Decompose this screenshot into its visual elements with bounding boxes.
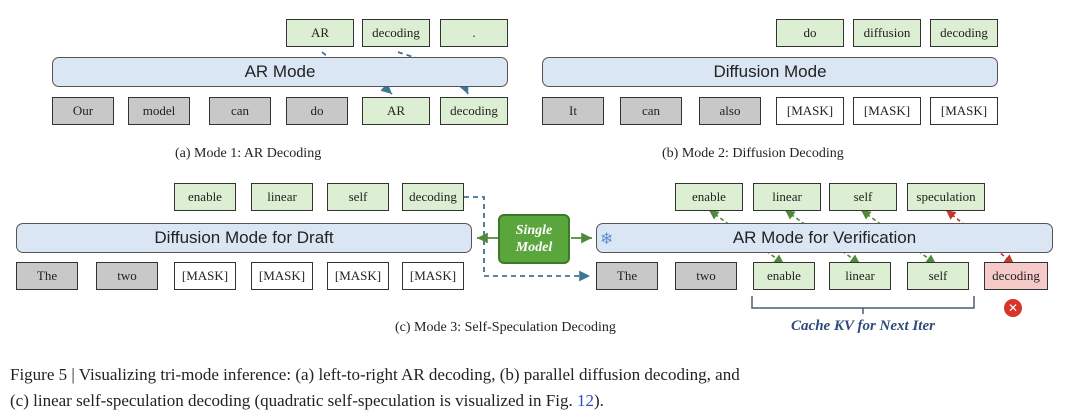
draft-input-token: two [96, 262, 158, 290]
cache-kv-label: Cache KV for Next Iter [791, 318, 935, 334]
mask-token: [MASK] [327, 262, 389, 290]
diffusion-output-token: decoding [930, 19, 998, 47]
diffusion-input-token: can [620, 97, 682, 125]
panel-a-caption: (a) Mode 1: AR Decoding [175, 146, 322, 161]
diffusion-output-token: do [776, 19, 844, 47]
panel-b-caption: (b) Mode 2: Diffusion Decoding [662, 146, 844, 161]
verify-input-token: self [907, 262, 969, 290]
panel-c-caption: (c) Mode 3: Self-Speculation Decoding [395, 320, 616, 335]
rejected-token: decoding [984, 262, 1048, 290]
ar-input-token: AR [362, 97, 430, 125]
ar-input-token: do [286, 97, 348, 125]
verify-match-arrow [860, 209, 937, 265]
figure-caption-line1: Figure 5 | Visualizing tri-mode inferenc… [10, 365, 740, 384]
mask-token: [MASK] [853, 97, 921, 125]
draft-output-token: self [327, 183, 389, 211]
verify-output-token: self [829, 183, 897, 211]
ar-input-token: can [209, 97, 271, 125]
mask-token: [MASK] [930, 97, 998, 125]
verify-output-token: linear [753, 183, 821, 211]
ar-feedback-arrow [321, 51, 393, 95]
single-model-label-line1: Single [515, 223, 553, 238]
diffusion-mode-bar: Diffusion Mode [542, 57, 998, 87]
mask-token: [MASK] [174, 262, 236, 290]
verify-output-token: enable [675, 183, 743, 211]
ar-output-token: AR [286, 19, 354, 47]
ar-input-token: model [128, 97, 190, 125]
figure-caption-text: ). [593, 391, 604, 410]
single-model-box: Single Model [498, 214, 570, 264]
diffusion-output-token: diffusion [853, 19, 921, 47]
verify-match-arrow [784, 209, 861, 265]
verify-input-token: linear [829, 262, 891, 290]
reject-x-icon: ✕ [1004, 299, 1022, 317]
snowflake-icon: ❄ [600, 229, 614, 248]
draft-output-token: enable [174, 183, 236, 211]
diffusion-input-token: also [699, 97, 761, 125]
figure-reference-link[interactable]: 12 [576, 391, 594, 410]
ar-input-token: Our [52, 97, 114, 125]
verify-match-arrow [708, 209, 785, 265]
draft-output-token: decoding [402, 183, 464, 211]
single-model-label-line2: Model [515, 240, 553, 255]
mask-token: [MASK] [776, 97, 844, 125]
verify-output-token: speculation [907, 183, 985, 211]
figure-caption-text: (c) linear self-speculation decoding (qu… [10, 391, 577, 410]
ar-mode-bar: AR Mode [52, 57, 508, 87]
figure-caption-line2: (c) linear self-speculation decoding (qu… [10, 391, 604, 411]
draft-output-token: linear [251, 183, 313, 211]
verify-input-token: The [596, 262, 658, 290]
ar-output-token: decoding [362, 19, 430, 47]
ar-input-token: decoding [440, 97, 508, 125]
diffusion-input-token: It [542, 97, 604, 125]
draft-to-verify-arrow [464, 196, 590, 282]
draft-mode-bar: Diffusion Mode for Draft [16, 223, 472, 253]
verify-input-token: enable [753, 262, 815, 290]
mask-token: [MASK] [402, 262, 464, 290]
verify-mode-bar: AR Mode for Verification [596, 223, 1053, 253]
mask-token: [MASK] [251, 262, 313, 290]
cache-bracket [751, 296, 975, 314]
verify-input-token: two [675, 262, 737, 290]
ar-output-token: . [440, 19, 508, 47]
draft-input-token: The [16, 262, 78, 290]
